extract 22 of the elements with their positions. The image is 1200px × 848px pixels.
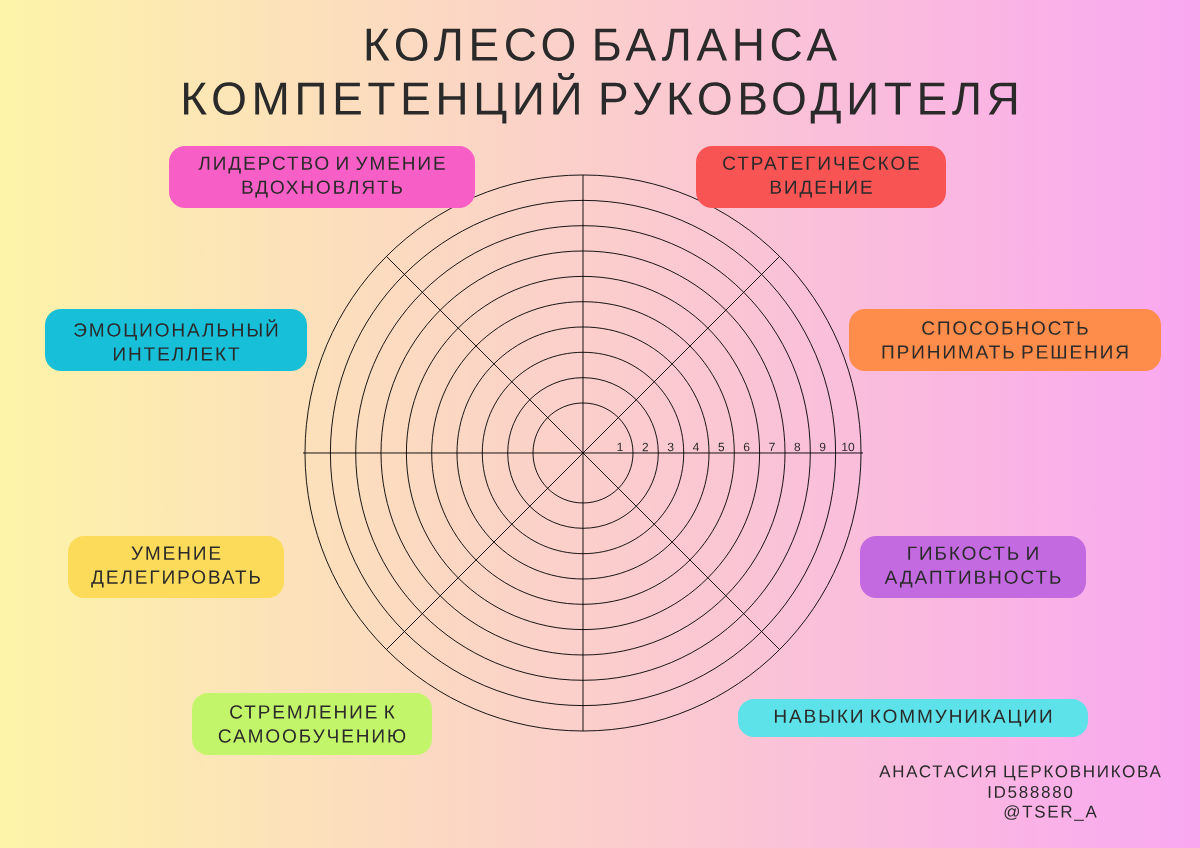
label-pill: СТРЕМЛЕНИЕ К САМООБУЧЕНИЮ	[192, 693, 432, 755]
scale-number: 1	[617, 442, 623, 452]
label-pill: УМЕНИЕ ДЕЛЕГИРОВАТЬ	[68, 536, 284, 598]
scale-number: 10	[842, 442, 855, 452]
scale-number: 9	[819, 442, 826, 452]
scale-number: 6	[743, 442, 750, 452]
author-text: ID588880	[988, 785, 1073, 798]
label-pill: ЭМОЦИОНАЛЬНЫЙ ИНТЕЛЛЕКТ	[45, 309, 307, 371]
label-pill: СТРАТЕГИЧЕСКОЕ ВИДЕНИЕ	[696, 146, 946, 208]
author-text: АНАСТАСИЯ ЦЕРКОВНИКОВА	[879, 765, 1161, 781]
scale-number: 3	[667, 442, 674, 452]
label-pill: НАВЫКИ КОММУНИКАЦИИ	[738, 699, 1088, 737]
scale-number: 2	[642, 442, 649, 452]
scale-number: 4	[692, 442, 699, 452]
label-pill: ГИБКОСТЬ И АДАПТИВНОСТЬ	[860, 536, 1086, 598]
author-text: @TSER_A	[1004, 805, 1097, 821]
label-pill: ЛИДЕРСТВО И УМЕНИЕ ВДОХНОВЛЯТЬ	[169, 146, 475, 208]
scale-number: 7	[769, 442, 775, 452]
scale-number: 8	[794, 442, 801, 452]
scale-number: 5	[718, 442, 725, 452]
label-pill: СПОСОБНОСТЬ ПРИНИМАТЬ РЕШЕНИЯ	[849, 309, 1161, 371]
title: КОЛЕСО БАЛАНСА КОМПЕТЕНЦИЙ РУКОВОДИТЕЛЯ	[184, 28, 1017, 124]
